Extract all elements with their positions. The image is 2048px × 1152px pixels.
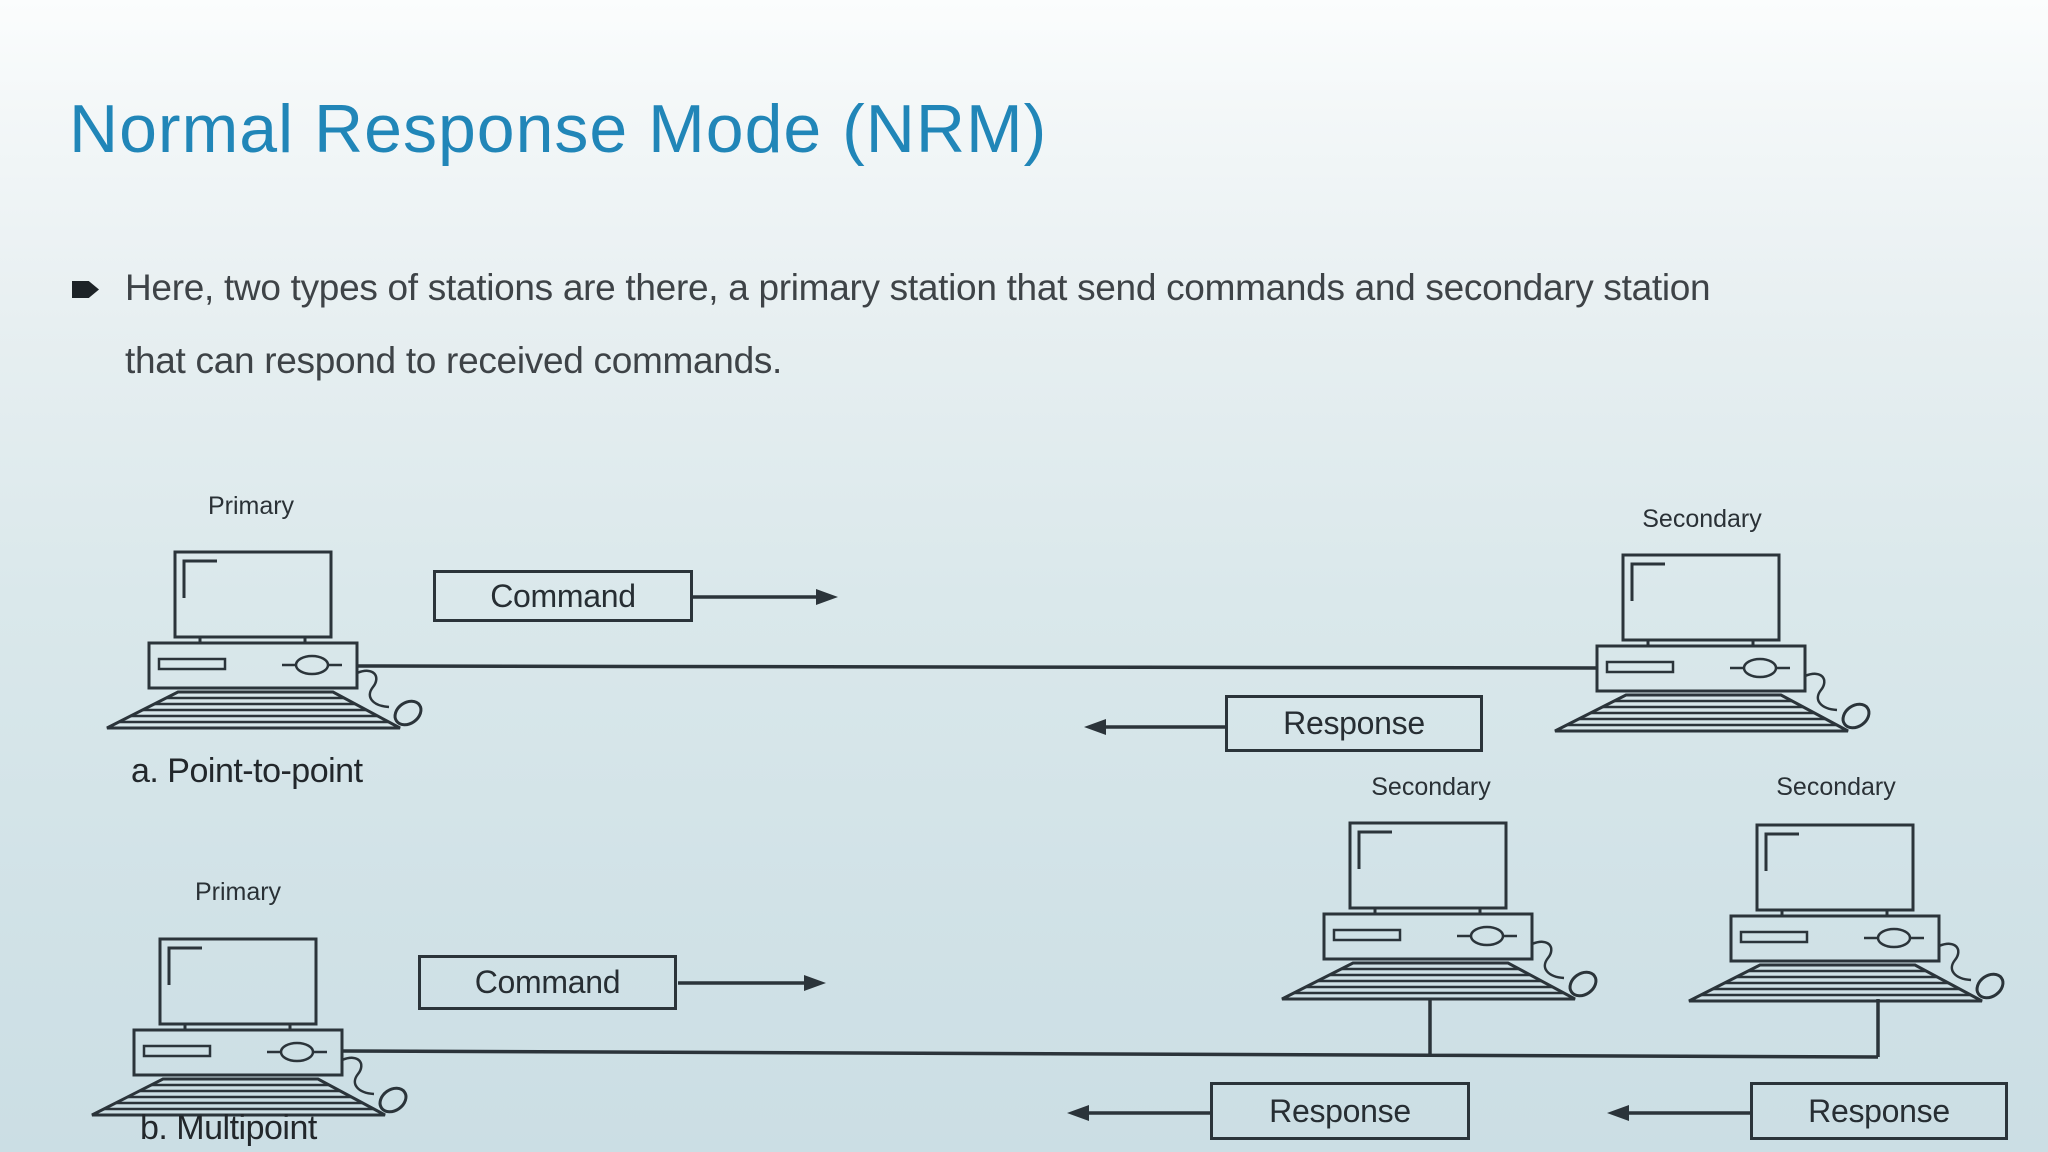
secondary-computer-icon-b1 [1280, 821, 1602, 1003]
response-arrow-a [1084, 719, 1225, 735]
response-box-b2: Response [1750, 1082, 2008, 1140]
page-title: Normal Response Mode (NRM) [69, 91, 1048, 167]
command-arrow-a [693, 589, 838, 605]
secondary-computer-icon-b2 [1687, 823, 2009, 1005]
secondary-station-label-b2: Secondary [1776, 773, 1896, 801]
primary-computer-icon-a [105, 550, 427, 732]
bullet-text-line-2: that can respond to received commands. [125, 340, 783, 381]
primary-station-label-a: Primary [207, 492, 295, 520]
primary-station-label-b: Primary [194, 878, 282, 906]
response-box-a: Response [1225, 695, 1483, 752]
primary-computer-icon-b [90, 937, 412, 1119]
caption-multipoint: b. Multipoint [140, 1109, 317, 1147]
secondary-computer-icon-a [1553, 553, 1875, 735]
command-box-b: Command [418, 955, 677, 1010]
secondary-station-label-b1: Secondary [1371, 773, 1491, 801]
bullet-text-line-1: Here, two types of stations are there, a… [125, 267, 1711, 308]
response-box-b1: Response [1210, 1082, 1470, 1140]
caption-point-to-point: a. Point-to-point [131, 752, 363, 790]
response-arrow-b2 [1607, 1105, 1750, 1121]
response-arrow-b1 [1067, 1105, 1210, 1121]
secondary-station-label-a: Secondary [1642, 505, 1762, 533]
arrow-bullet-icon [72, 281, 99, 298]
command-box-a: Command [433, 570, 693, 622]
link-line-a [356, 664, 1598, 670]
command-arrow-b [678, 975, 826, 991]
